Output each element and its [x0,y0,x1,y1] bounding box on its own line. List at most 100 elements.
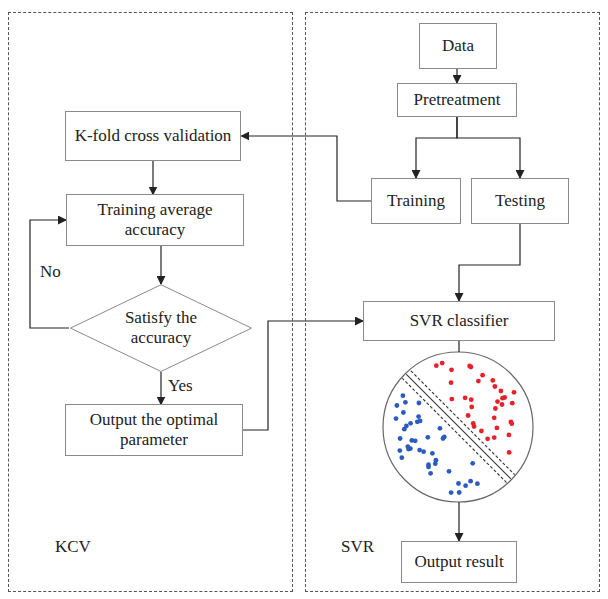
data-point [463,483,468,488]
edge-label: Yes [166,376,195,396]
decision-diamond: Satisfy the accuracy [69,284,253,372]
node-text: Data [442,36,474,56]
flow-arrow [241,136,371,201]
data-point [476,379,481,384]
data-point [398,436,403,441]
data-point [471,421,476,426]
data-point [468,479,473,484]
data-point [480,373,485,378]
data-point [500,402,505,407]
data-point [428,471,433,476]
data-point [485,436,490,441]
node-text: Output the optimal parameter [74,410,234,449]
edge-label: No [38,262,63,282]
data-point [475,481,480,486]
data-point [402,427,407,432]
data-point [467,364,472,369]
node-text: Satisfy the accuracy [107,308,215,347]
data-point [470,461,475,466]
flow-arrow [416,117,457,178]
data-point [509,421,514,426]
node-text: Training average accuracy [75,200,235,239]
data-point [408,421,413,426]
data-point [397,448,402,453]
margin-line [326,286,608,586]
data-point [418,419,423,424]
data-point [495,426,500,431]
data-point [399,455,404,460]
data-point [434,363,439,368]
margin-line [310,286,608,586]
data-point [416,414,421,419]
data-point [495,399,500,404]
panel-label: SVR [341,537,374,557]
data-point [449,397,454,402]
node-text: Training [387,191,445,211]
flow-arrow [458,341,459,541]
data-point [449,490,454,495]
node-text: K-fold cross validation [75,126,232,146]
data-point [403,400,408,405]
data-point [440,361,445,366]
data-point [417,401,422,406]
data-point [492,435,497,440]
panel-label: KCV [55,537,91,557]
data-point [438,426,443,431]
data-point [441,436,446,441]
process-box: Data [419,23,497,69]
group-panel: KCV K-fold cross validationTraining avera… [8,12,293,592]
data-point [433,461,438,466]
data-point [457,490,462,495]
process-box: Training average accuracy [66,194,244,245]
scatter-circle [383,352,533,502]
data-point [394,416,399,421]
data-point [492,415,497,420]
flow-arrow [30,220,69,328]
flow-arrow [152,161,153,195]
group-panel: SVR DataPretreatmentTraining TestingSVR cl… [305,12,600,592]
data-point [507,433,512,438]
data-point [409,438,414,443]
process-box: Output the optimal parameter [65,404,243,455]
flow-arrow [457,117,520,178]
data-point [430,451,435,456]
flow-arrow [456,69,457,83]
node-text: SVR classifier [410,311,509,331]
data-point [449,380,454,385]
data-point [463,395,468,400]
data-point [490,378,495,383]
node-text: Testing [495,191,545,211]
data-point [425,435,430,440]
margin-line [318,286,608,586]
data-point [421,449,426,454]
data-point [510,401,515,406]
process-box: Output result [401,541,517,583]
data-point [479,429,484,434]
flow-arrow [459,224,520,301]
flow-arrow [160,372,161,404]
data-point [405,444,410,449]
data-point [469,397,474,402]
data-point [469,405,474,410]
data-point [456,481,461,486]
node-text: Output result [414,552,503,572]
process-box: K-fold cross validation [65,111,242,161]
flow-arrow [243,321,363,430]
data-point [401,410,406,415]
data-point [426,465,431,470]
data-point [401,393,406,398]
data-point [493,384,498,389]
data-point [447,469,452,474]
process-box: SVR classifier [363,301,555,341]
data-point [466,413,471,418]
process-box: Training [371,178,461,224]
data-point [507,450,512,455]
data-point [500,396,505,401]
node-text: Pretreatment [414,90,501,110]
data-point [395,403,400,408]
data-point [493,406,498,411]
flow-arrow [160,246,161,284]
data-point [449,367,454,372]
process-box: Testing [471,178,569,224]
data-point [512,390,517,395]
